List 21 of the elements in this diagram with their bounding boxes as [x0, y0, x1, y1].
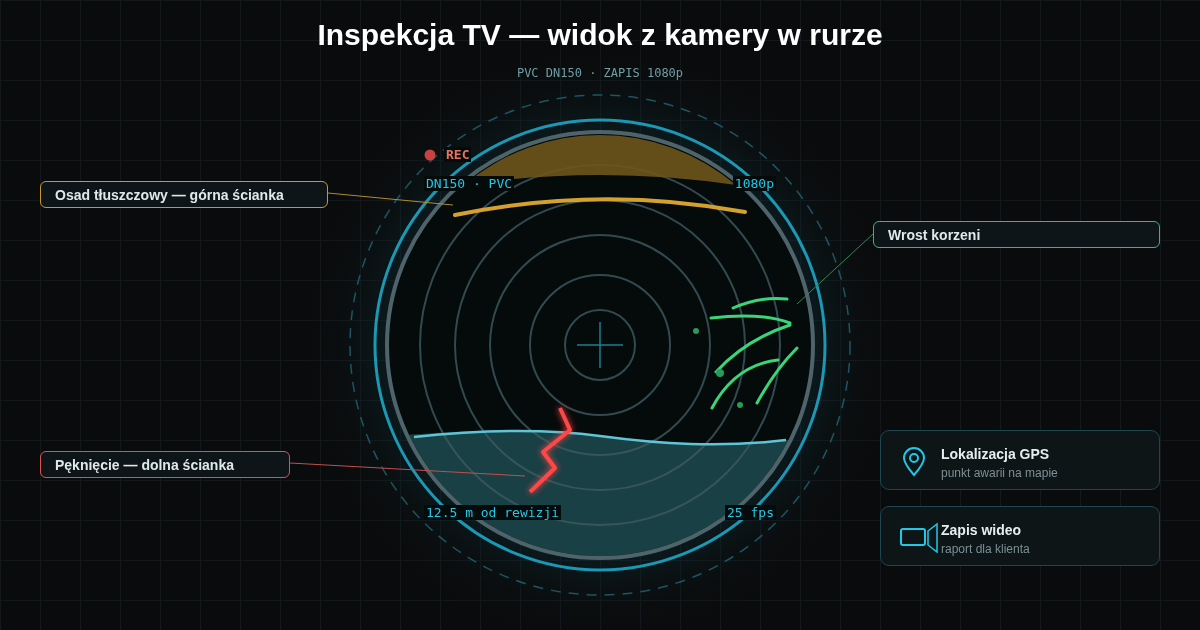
resolution-readout: 1080p — [732, 176, 776, 191]
card-description: raport dla klienta — [941, 542, 1030, 556]
callout-label: Osad tłuszczowy — górna ścianka — [40, 181, 328, 208]
pipe-spec-readout: DN150 · PVC — [424, 176, 515, 191]
card-heading: Zapis wideo — [941, 522, 1022, 538]
callout-label: Wrost korzeni — [873, 221, 1160, 248]
distance-readout: 12.5 m od rewizji — [424, 505, 562, 520]
root-growth — [693, 296, 799, 410]
leader-line — [327, 192, 454, 206]
leader-line — [796, 233, 874, 305]
framerate-readout: 25 fps — [725, 505, 776, 520]
crack-line — [528, 407, 572, 494]
leader-line — [289, 462, 526, 477]
info-card — [880, 506, 1160, 566]
callout-label: Pęknięcie — dolna ścianka — [40, 451, 290, 478]
card-description: punkt awarii na mapie — [941, 466, 1058, 480]
recording-indicator: REC — [444, 147, 472, 162]
card-heading: Lokalizacja GPS — [941, 446, 1050, 462]
title: Inspekcja TV — widok z kamery w rurze — [317, 18, 883, 52]
info-card — [880, 430, 1160, 490]
subtitle: PVC DN150 · ZAPIS 1080p — [516, 66, 684, 80]
